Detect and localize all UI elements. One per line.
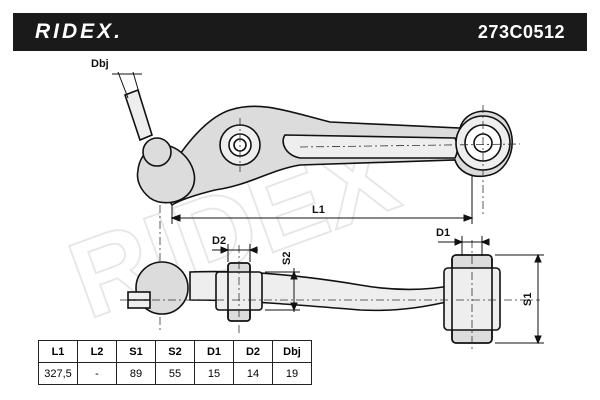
spec-header: L1 (38, 340, 78, 363)
spec-table: L1 L2 S1 S2 D1 D2 Dbj 327,5 - 89 55 15 1… (38, 340, 312, 385)
spec-header-row: L1 L2 S1 S2 D1 D2 Dbj (38, 340, 312, 363)
spec-value: - (77, 362, 117, 385)
header-bar: RIDEX. 273C0512 (13, 13, 587, 51)
spec-header: L2 (77, 340, 117, 363)
arm-slot (282, 134, 459, 159)
dbj-label: Dbj (91, 58, 109, 70)
spec-value: 14 (233, 362, 273, 385)
spec-value-row: 327,5 - 89 55 15 14 19 (38, 362, 312, 385)
l1-label: L1 (312, 204, 325, 216)
brand-logo: RIDEX. (35, 20, 124, 43)
s2-label: S2 (281, 252, 293, 265)
spec-header: Dbj (272, 340, 312, 363)
side-view (127, 254, 501, 344)
ball-joint-stud (123, 88, 153, 142)
spec-header: D2 (233, 340, 273, 363)
spec-value: 89 (116, 362, 156, 385)
part-number: 273C0512 (477, 22, 565, 42)
d1-label: D1 (436, 227, 450, 239)
spec-value: 327,5 (38, 362, 78, 385)
spec-value: 15 (194, 362, 234, 385)
spec-value: 55 (155, 362, 195, 385)
spec-value: 19 (272, 362, 312, 385)
spec-header: S1 (116, 340, 156, 363)
s1-label: S1 (522, 293, 534, 306)
d2-label: D2 (212, 235, 226, 247)
spec-header: D1 (194, 340, 234, 363)
spec-header: S2 (155, 340, 195, 363)
